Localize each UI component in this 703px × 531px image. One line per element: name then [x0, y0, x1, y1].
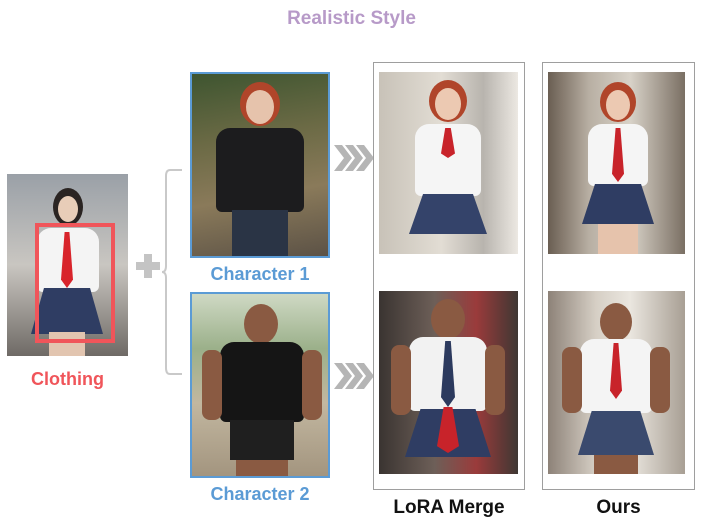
figure-title: Realistic Style: [287, 8, 416, 29]
clothing-label: Clothing: [31, 369, 104, 389]
chevron-right-triple-icon: [334, 363, 374, 389]
ours-label: Ours: [596, 497, 641, 518]
lora-merge-column-frame: [373, 62, 525, 490]
ours-result-2-image: [548, 291, 685, 474]
chevron-right-triple-icon: [334, 145, 374, 171]
character-2-image: [190, 292, 330, 478]
clothing-reference-image: [7, 174, 128, 356]
character-2-label: Character 2: [210, 484, 310, 504]
ours-column-frame: [542, 62, 695, 490]
left-brace-icon: [161, 168, 186, 376]
character-1-label: Character 1: [210, 264, 310, 284]
plus-icon: [134, 252, 162, 280]
clothing-highlight-box: [35, 223, 115, 343]
ours-result-1-image: [548, 72, 685, 254]
character-1-image: [190, 72, 330, 258]
lora-merge-result-1-image: [379, 72, 518, 254]
lora-merge-result-2-image: [379, 291, 518, 474]
lora-merge-label: LoRA Merge: [393, 497, 505, 518]
